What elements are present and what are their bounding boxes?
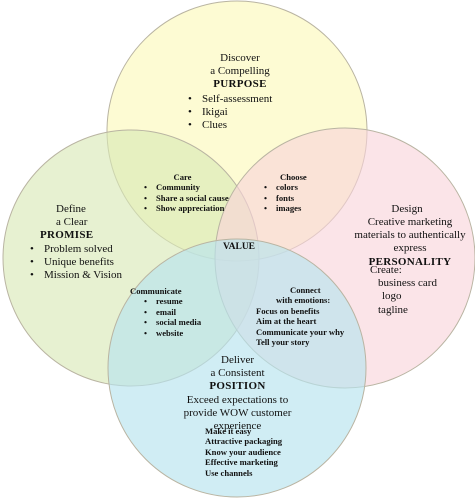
connect-subtitle: with emotions:	[276, 295, 331, 306]
communicate-title: Communicate	[130, 286, 182, 296]
connect-title: Connect	[290, 285, 321, 295]
communicate-section: Communicate resume email social media we…	[124, 286, 224, 339]
position-desc-3: experience	[213, 419, 262, 432]
care-item: Community	[144, 182, 245, 193]
promise-line-1: Define	[56, 203, 86, 215]
personality-heading: PERSONALITY	[368, 255, 452, 268]
personality-line-4: express	[393, 242, 427, 255]
personality-create: Create: business card logo tagline	[370, 264, 470, 317]
promise-list: Problem solved Unique benefits Mission &…	[30, 243, 140, 283]
personality-section: Design	[352, 203, 462, 216]
communicate-item: website	[144, 328, 224, 339]
personality-item: logo	[382, 290, 402, 303]
choose-item: images	[264, 203, 342, 214]
position-item: Attractive packaging	[205, 436, 283, 447]
promise-section: Define a Clear PROMISE Problem solved Un…	[30, 203, 140, 282]
purpose-item: Clues	[188, 119, 310, 132]
connect-item: Focus on benefits	[256, 305, 320, 316]
position-line-2: a Consistent	[210, 367, 265, 380]
connect-item: Aim at the heart	[256, 316, 317, 327]
connect-item: Communicate your why	[256, 326, 345, 337]
promise-item: Problem solved	[30, 243, 140, 256]
care-item: Show appreciation	[144, 203, 245, 214]
personality-item: tagline	[378, 303, 408, 316]
promise-heading: PROMISE	[40, 229, 94, 242]
personality-line-3: materials to authentically	[354, 229, 466, 242]
position-item: Make it easy	[205, 426, 252, 436]
personality-line-1: Design	[391, 203, 423, 215]
communicate-list: resume email social media website	[144, 296, 224, 338]
care-item: Share a social cause	[144, 193, 245, 204]
position-item: Know your audience	[205, 446, 281, 457]
position-desc-1: Exceed expectations to	[186, 393, 289, 406]
position-line-1: Deliver	[221, 354, 254, 366]
connect-section: Connect with emotions: Focus on benefits…	[256, 285, 366, 348]
position-heading: POSITION	[209, 380, 266, 393]
connect-item: Tell your story	[256, 337, 310, 348]
promise-item: Mission & Vision	[30, 269, 140, 282]
communicate-item: resume	[144, 296, 224, 307]
choose-title: Choose	[280, 172, 307, 182]
position-item: Use channels	[205, 467, 253, 478]
purpose-item: Ikigai	[188, 106, 310, 119]
value-label: VALUE	[222, 242, 256, 252]
purpose-line-2: a Compelling	[210, 65, 270, 78]
purpose-heading: PURPOSE	[213, 78, 267, 91]
personality-list: business card logo tagline	[378, 277, 470, 317]
purpose-list: Self-assessment Ikigai Clues	[188, 93, 310, 133]
communicate-item: social media	[144, 317, 224, 328]
personality-desc: Creative marketing materials to authenti…	[350, 216, 470, 269]
choose-list: colors fonts images	[264, 182, 342, 214]
choose-item: colors	[264, 182, 342, 193]
position-section: Deliver a Consistent POSITION Exceed exp…	[165, 354, 310, 433]
position-desc-2: provide WOW customer	[183, 406, 292, 419]
care-section: Care Community Share a social cause Show…	[140, 172, 245, 214]
personality-line-2: Creative marketing	[367, 216, 453, 228]
choose-section: Choose colors fonts images	[262, 172, 342, 214]
position-item: Effective marketing	[205, 457, 278, 468]
purpose-item: Self-assessment	[188, 93, 310, 106]
promise-item: Unique benefits	[30, 256, 140, 269]
personality-create-label: Create:	[370, 264, 402, 276]
position-actions: Make it easy Attractive packaging Know y…	[205, 426, 325, 478]
communicate-item: email	[144, 307, 224, 318]
care-list: Community Share a social cause Show appr…	[144, 182, 245, 214]
purpose-section: Discover a Compelling PURPOSE Self-asses…	[170, 52, 310, 132]
care-title: Care	[173, 172, 192, 182]
choose-item: fonts	[264, 193, 342, 204]
promise-line-2: a Clear	[56, 216, 88, 229]
personality-item: business card	[378, 277, 437, 290]
purpose-line-1: Discover	[220, 52, 260, 64]
